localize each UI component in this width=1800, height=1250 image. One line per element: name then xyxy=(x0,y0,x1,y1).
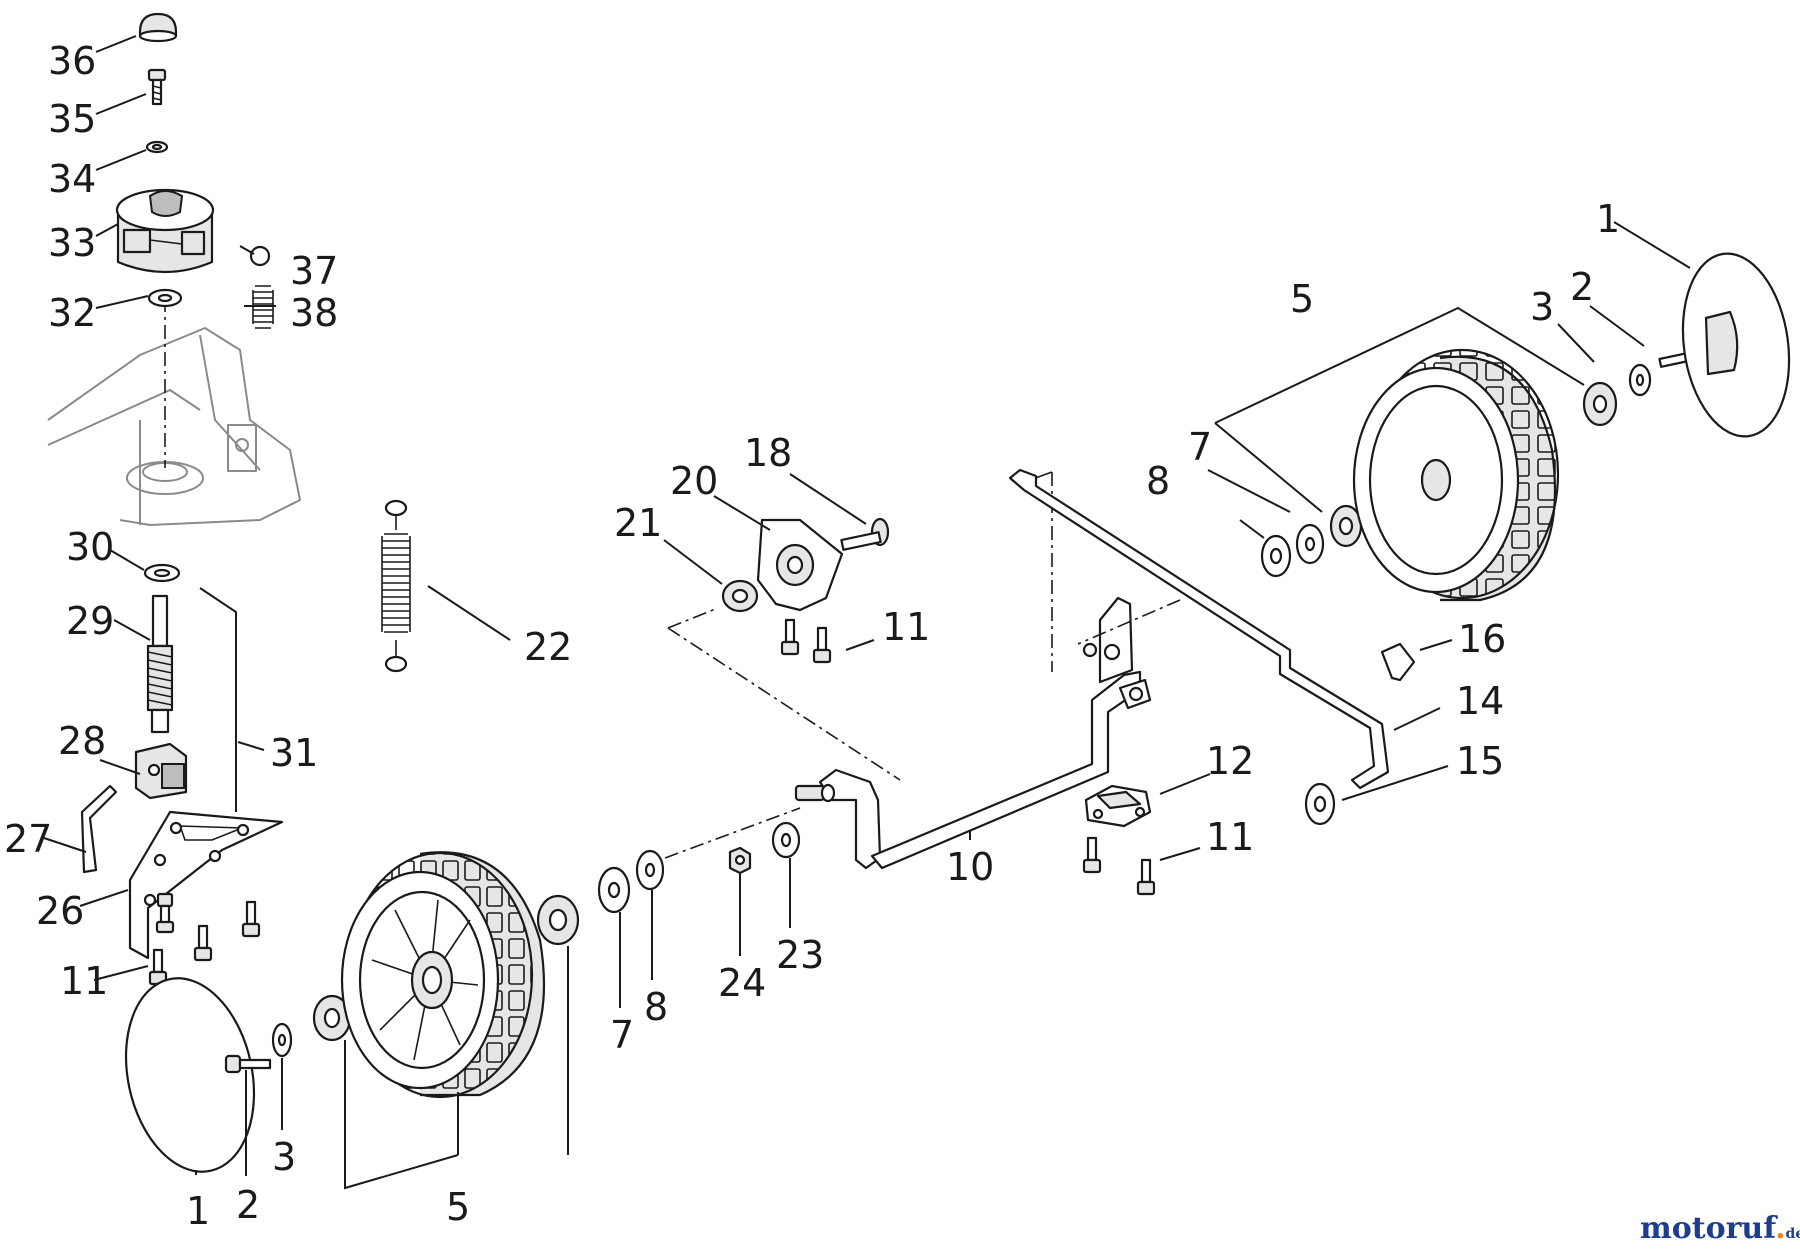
screw-pair-part-11-center xyxy=(780,618,832,664)
wheel-part-5-left xyxy=(340,851,546,1099)
screw-set-part-11-left xyxy=(148,892,261,986)
wheel-bracket-line-right xyxy=(1214,306,1585,513)
washer-part-34 xyxy=(145,140,169,154)
callout-36: 36 xyxy=(48,39,96,83)
callout-31: 31 xyxy=(270,731,318,775)
callout-5-right: 5 xyxy=(1290,277,1314,321)
cap-part-36 xyxy=(138,12,178,43)
axle-part-10 xyxy=(794,596,1152,870)
callout-38: 38 xyxy=(290,291,338,335)
watermark-tld: de xyxy=(1786,1226,1800,1242)
callout-8-right: 8 xyxy=(1146,459,1170,503)
hubcap-part-1-right xyxy=(1681,252,1791,438)
callout-16: 16 xyxy=(1458,617,1506,661)
callout-35: 35 xyxy=(48,97,96,141)
spacer-part-21 xyxy=(721,579,759,613)
axis-line-axle xyxy=(1077,599,1181,645)
washer-part-3-right xyxy=(1628,363,1652,397)
callout-22: 22 xyxy=(524,625,572,669)
washer-part-30 xyxy=(143,563,181,583)
callout-7-right: 7 xyxy=(1188,425,1212,469)
callout-37: 37 xyxy=(290,249,338,293)
axis-line-front-axle xyxy=(664,807,801,859)
axis-line-plate xyxy=(667,607,901,781)
slider-part-28 xyxy=(134,742,188,800)
rod-part-14 xyxy=(1008,468,1390,790)
spindle-part-29 xyxy=(146,594,174,734)
callout-23: 23 xyxy=(776,933,824,977)
washer-part-3-left xyxy=(271,1022,293,1058)
clip-part-12 xyxy=(1084,784,1152,828)
bearing-right-inner xyxy=(1329,504,1363,548)
bearing-left-outer xyxy=(536,894,580,946)
nut-part-24 xyxy=(728,846,752,875)
callout-21: 21 xyxy=(614,501,662,545)
washer-part-15 xyxy=(1304,782,1336,826)
knob-part-33 xyxy=(115,188,215,274)
callout-34: 34 xyxy=(48,157,96,201)
svg-text:motoruf.de: motoruf.de xyxy=(1640,1211,1800,1246)
bracket-line-31 xyxy=(199,587,237,812)
bracket-part-26 xyxy=(128,810,284,960)
ghost-deck-outline xyxy=(47,327,301,526)
ball-part-37 xyxy=(249,245,271,267)
callout-28: 28 xyxy=(58,719,106,763)
callout-29: 29 xyxy=(66,599,114,643)
spring-part-22 xyxy=(381,499,411,673)
cover-part-16 xyxy=(1380,642,1416,682)
callout-33: 33 xyxy=(48,221,96,265)
callout-11-center: 11 xyxy=(882,605,930,649)
watermark-brand: motoruf xyxy=(1640,1211,1778,1246)
washer-part-8-left xyxy=(635,849,665,891)
callout-3-left: 3 xyxy=(272,1135,296,1179)
plate-part-20 xyxy=(756,518,844,612)
callout-11-right: 11 xyxy=(1206,815,1254,859)
callout-2-right: 2 xyxy=(1570,265,1594,309)
callout-12: 12 xyxy=(1206,739,1254,783)
bolt-part-2-left xyxy=(224,1054,272,1074)
wheel-bracket-line-left xyxy=(344,946,569,1190)
callout-10: 10 xyxy=(946,845,994,889)
callout-3-right: 3 xyxy=(1530,285,1554,329)
callout-30: 30 xyxy=(66,525,114,569)
callout-7-left: 7 xyxy=(610,1013,634,1057)
watermark-dot: . xyxy=(1775,1211,1785,1246)
bolt-part-18 xyxy=(840,517,890,551)
motoruf-watermark-logo: motoruf.de xyxy=(1640,1211,1800,1246)
callout-14: 14 xyxy=(1456,679,1504,723)
callout-1-left: 1 xyxy=(186,1189,210,1233)
washer-part-7-right xyxy=(1295,523,1325,565)
bearing-left-inner xyxy=(312,994,352,1042)
callout-32: 32 xyxy=(48,291,96,335)
callout-20: 20 xyxy=(670,459,718,503)
callout-11-left: 11 xyxy=(60,959,108,1003)
callout-5-left: 5 xyxy=(446,1185,470,1229)
lever-part-27 xyxy=(80,784,118,874)
wheel-part-5-right xyxy=(1352,348,1560,602)
callout-24: 24 xyxy=(718,961,766,1005)
washer-part-23 xyxy=(771,821,801,859)
callout-26: 26 xyxy=(36,889,84,933)
washer-part-8-right xyxy=(1260,534,1292,578)
callout-2-left: 2 xyxy=(236,1183,260,1227)
callout-18: 18 xyxy=(744,431,792,475)
bearing-right-outer xyxy=(1582,381,1618,427)
screw-part-35 xyxy=(147,68,167,106)
screw-pair-part-11-right xyxy=(1082,836,1156,896)
washer-part-7-left xyxy=(597,866,631,914)
callout-labels: 36 35 34 33 37 38 32 30 29 28 31 27 26 1… xyxy=(4,39,1620,1233)
callout-15: 15 xyxy=(1456,739,1504,783)
callout-27: 27 xyxy=(4,817,52,861)
leader-lines xyxy=(43,35,1691,1176)
callout-1-right: 1 xyxy=(1596,197,1620,241)
washer-part-32 xyxy=(147,288,183,308)
callout-8-left: 8 xyxy=(644,985,668,1029)
